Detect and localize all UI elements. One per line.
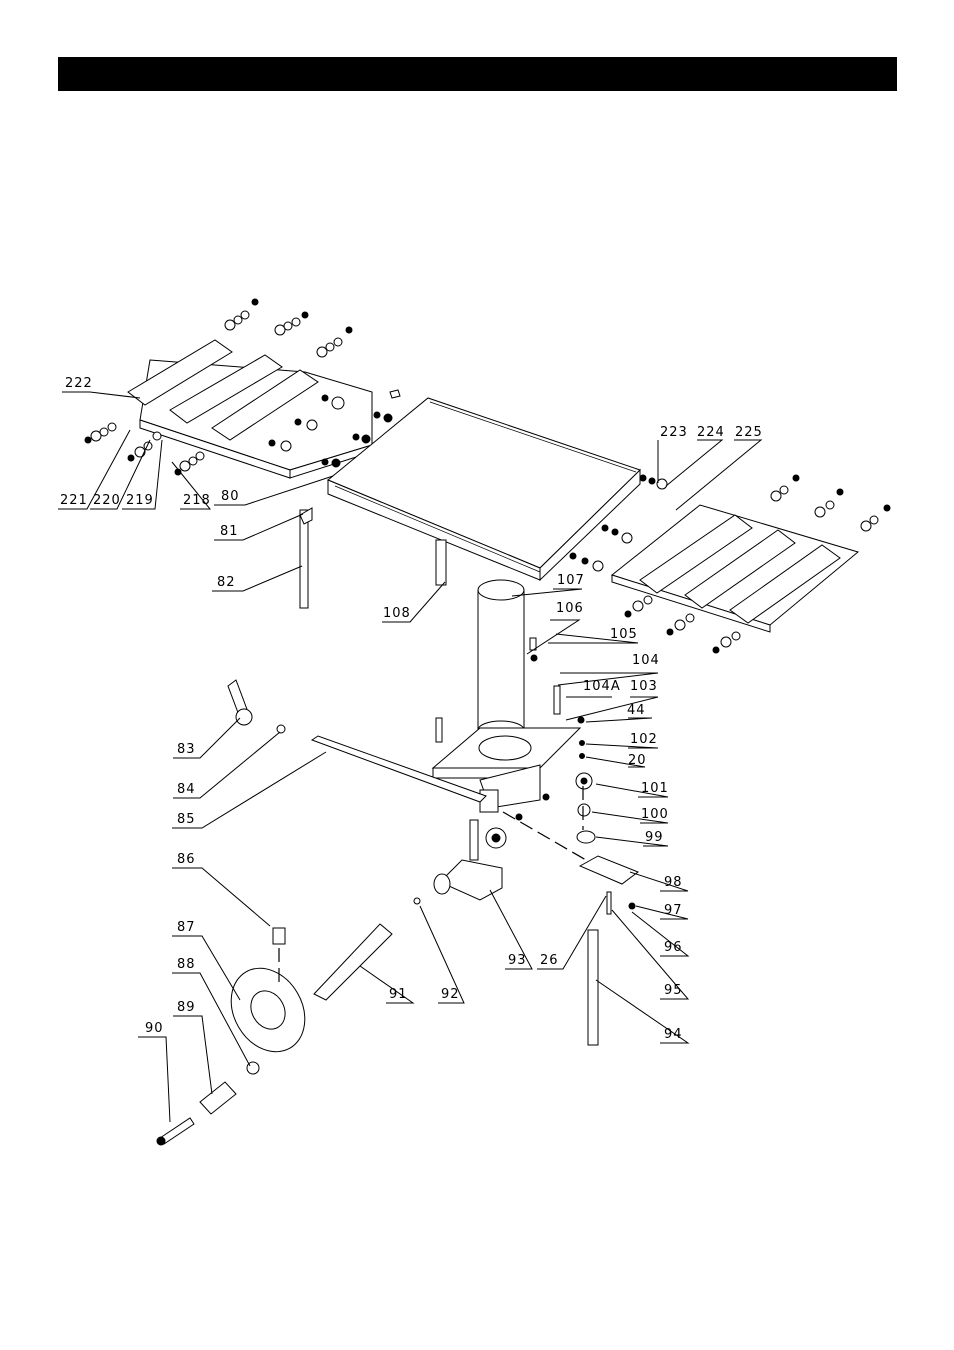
label-102: 102 <box>630 732 658 747</box>
label-104: 104 <box>632 653 660 668</box>
label-82: 82 <box>217 575 236 590</box>
label-44: 44 <box>627 703 646 718</box>
label-224: 224 <box>697 425 725 440</box>
label-83: 83 <box>177 742 196 757</box>
label-225: 225 <box>735 425 763 440</box>
label-92: 92 <box>441 987 460 1002</box>
label-88: 88 <box>177 957 196 972</box>
label-106: 106 <box>556 601 584 616</box>
label-86: 86 <box>177 852 196 867</box>
label-26: 26 <box>540 953 559 968</box>
label-103: 103 <box>630 679 658 694</box>
label-221: 221 <box>60 493 88 508</box>
label-223: 223 <box>660 425 688 440</box>
label-94: 94 <box>664 1027 683 1042</box>
label-81: 81 <box>220 524 239 539</box>
label-20: 20 <box>628 753 647 768</box>
label-91: 91 <box>389 987 408 1002</box>
label-96: 96 <box>664 940 683 955</box>
label-97: 97 <box>664 903 683 918</box>
label-98: 98 <box>664 875 683 890</box>
label-219: 219 <box>126 493 154 508</box>
label-87: 87 <box>177 920 196 935</box>
label-100: 100 <box>641 807 669 822</box>
table-top <box>328 390 640 580</box>
label-93: 93 <box>508 953 527 968</box>
label-89: 89 <box>177 1000 196 1015</box>
label-218: 218 <box>183 493 211 508</box>
label-90: 90 <box>145 1021 164 1036</box>
label-85: 85 <box>177 812 196 827</box>
label-104A: 104A <box>583 679 621 694</box>
left-roller-tray <box>85 299 392 478</box>
label-84: 84 <box>177 782 196 797</box>
label-95: 95 <box>664 983 683 998</box>
label-101: 101 <box>641 781 669 796</box>
label-105: 105 <box>610 627 638 642</box>
label-99: 99 <box>645 830 664 845</box>
left-washer-stacks-top <box>225 299 352 357</box>
label-80: 80 <box>221 489 240 504</box>
label-222: 222 <box>65 376 93 391</box>
label-107: 107 <box>557 573 585 588</box>
label-220: 220 <box>93 493 121 508</box>
label-108: 108 <box>383 606 411 621</box>
